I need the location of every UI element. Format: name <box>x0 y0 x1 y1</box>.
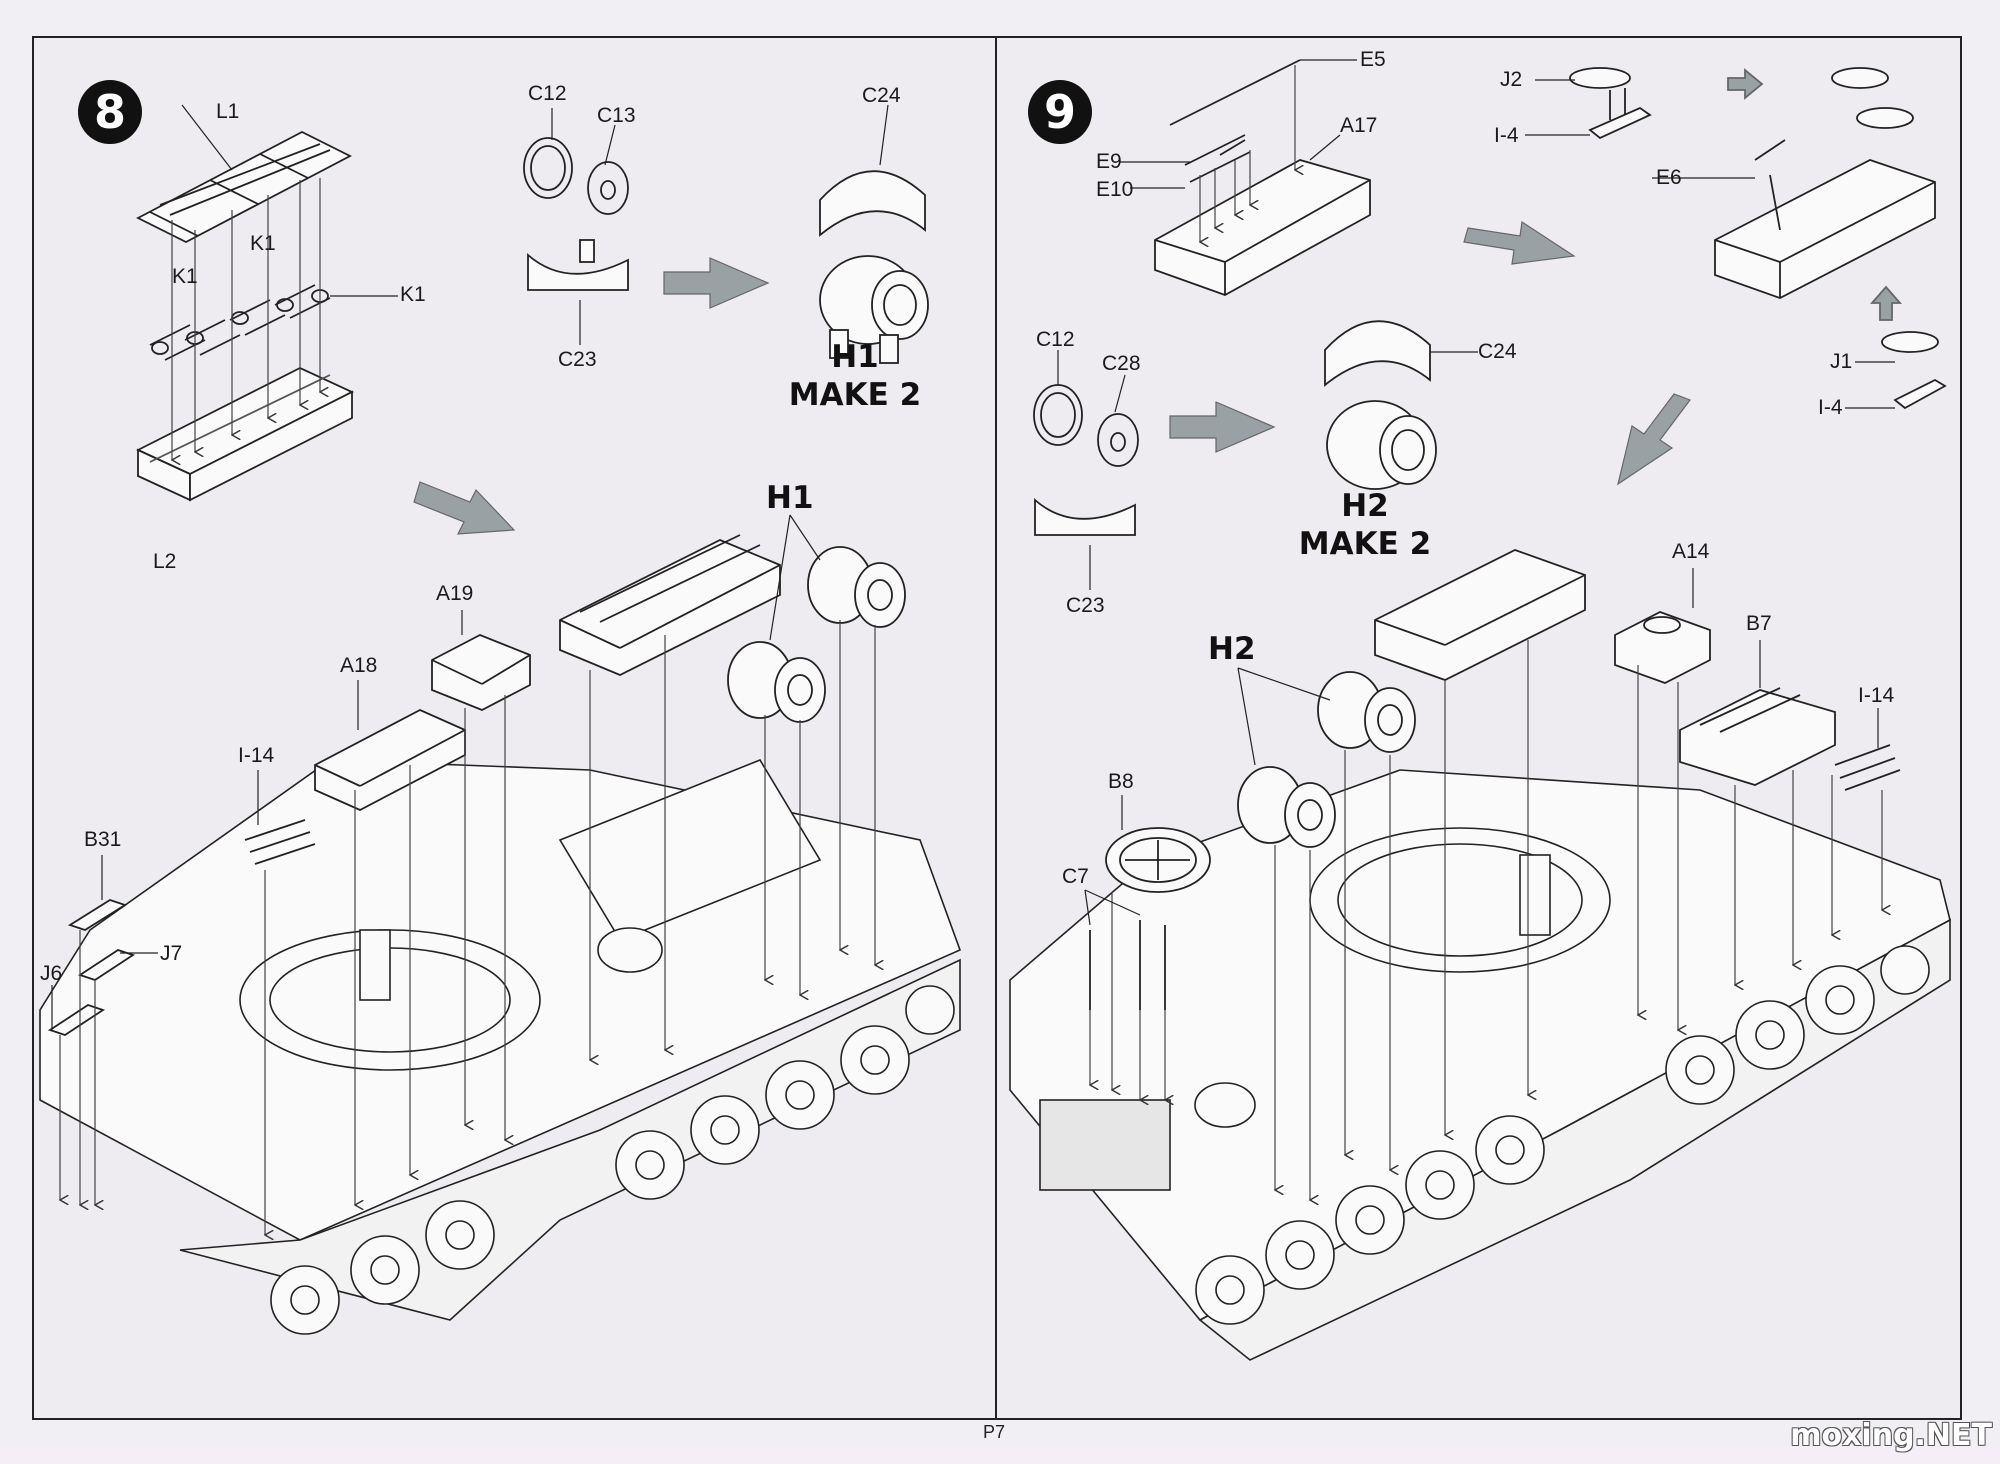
label-e10: E10 <box>1096 178 1134 201</box>
part-b8-fan <box>1105 827 1211 893</box>
tank-hull-step8 <box>39 759 962 1335</box>
label-b7: B7 <box>1746 612 1772 635</box>
label-k1-c: K1 <box>400 283 426 306</box>
watermark: moxing.NET <box>1790 1418 1992 1453</box>
label-a18: A18 <box>340 654 378 677</box>
part-h1-rack-installed <box>559 534 781 676</box>
label-c28: C28 <box>1102 352 1141 375</box>
part-h2-drums-installed <box>1237 671 1416 848</box>
label-a17: A17 <box>1340 114 1378 137</box>
part-i14-track-links <box>244 819 316 865</box>
subassembly-h2-name: H2 <box>1341 488 1389 524</box>
part-i14-track-links-step9 <box>1834 744 1901 791</box>
subassembly-h1-name: H1 <box>831 339 879 375</box>
label-e5: E5 <box>1360 48 1386 71</box>
subassembly-h2-title: H2 MAKE 2 <box>1285 487 1445 563</box>
arrow-right-step9b <box>1463 220 1576 265</box>
label-j6: J6 <box>40 962 63 985</box>
part-j2-i4-periscope <box>1569 67 1652 140</box>
subassembly-h1-title: H1 MAKE 2 <box>775 338 935 414</box>
label-l1: L1 <box>216 100 240 123</box>
part-c12-c13-c23 <box>523 108 629 345</box>
part-k1-shells <box>149 284 331 361</box>
tank-hull-step9 <box>1009 769 1951 1361</box>
part-j1-i4-periscope <box>1881 331 1947 410</box>
part-e5-rod <box>1169 59 1301 126</box>
label-i14-step9: I-14 <box>1858 684 1895 707</box>
part-a18-box <box>314 709 466 811</box>
footer-strip <box>0 1447 2000 1464</box>
subassembly-h2-note: MAKE 2 <box>1298 526 1432 562</box>
label-a14: A14 <box>1672 540 1710 563</box>
arrow-diag-step8 <box>413 481 516 535</box>
label-l2: L2 <box>153 550 177 573</box>
arrow-right-step9a <box>1169 401 1276 453</box>
part-c12-c28-c23-step9 <box>1033 350 1139 590</box>
part-a14-can <box>1614 611 1711 684</box>
label-c23-step9: C23 <box>1066 594 1105 617</box>
label-k1-b: K1 <box>172 265 198 288</box>
step-8-badge: 8 <box>78 80 142 144</box>
label-c24-step9: C24 <box>1478 340 1517 363</box>
panel-divider <box>995 36 997 1420</box>
label-j2: J2 <box>1500 68 1523 91</box>
part-a17-assembled <box>1714 67 1936 299</box>
part-a17-box <box>1154 159 1371 296</box>
part-h1-drums-installed <box>727 546 906 723</box>
label-e6: E6 <box>1656 166 1682 189</box>
part-e6-tool <box>1754 139 1786 231</box>
label-j1: J1 <box>1830 350 1853 373</box>
callout-h1: H1 <box>766 480 814 516</box>
label-i4-b: I-4 <box>1818 396 1843 419</box>
label-i4-a: I-4 <box>1494 124 1519 147</box>
subassembly-h1-note: MAKE 2 <box>788 377 922 413</box>
label-c7: C7 <box>1062 865 1089 888</box>
label-b8: B8 <box>1108 770 1134 793</box>
callout-h2: H2 <box>1208 631 1256 667</box>
part-b7-box <box>1679 687 1836 786</box>
part-h1-drum <box>819 104 929 364</box>
part-c7-pipes <box>1089 920 1166 1010</box>
arrow-right-small <box>1727 68 1764 100</box>
page-number: P7 <box>983 1422 1006 1442</box>
step-9-badge: 9 <box>1028 80 1092 144</box>
arrow-up-small <box>1870 285 1902 321</box>
label-k1-a: K1 <box>250 232 276 255</box>
part-b31-j7-j6-tools <box>47 899 136 1036</box>
label-b31: B31 <box>84 828 122 851</box>
part-a17-box-installed <box>1374 549 1586 681</box>
part-a19-box <box>431 634 531 711</box>
part-e9-e10-brackets <box>1184 134 1251 183</box>
label-c12-step9: C12 <box>1036 328 1075 351</box>
part-l1-rack-lid <box>136 130 352 244</box>
part-h2-drum <box>1324 320 1478 490</box>
label-c13: C13 <box>597 104 636 127</box>
label-e9: E9 <box>1096 150 1122 173</box>
arrow-right-step8 <box>663 257 770 309</box>
label-c24: C24 <box>862 84 901 107</box>
label-c12: C12 <box>528 82 567 105</box>
arrow-diag-step9 <box>1617 393 1691 486</box>
label-i14: I-14 <box>238 744 275 767</box>
label-a19: A19 <box>436 582 474 605</box>
label-j7: J7 <box>160 942 183 965</box>
label-c23: C23 <box>558 348 597 371</box>
